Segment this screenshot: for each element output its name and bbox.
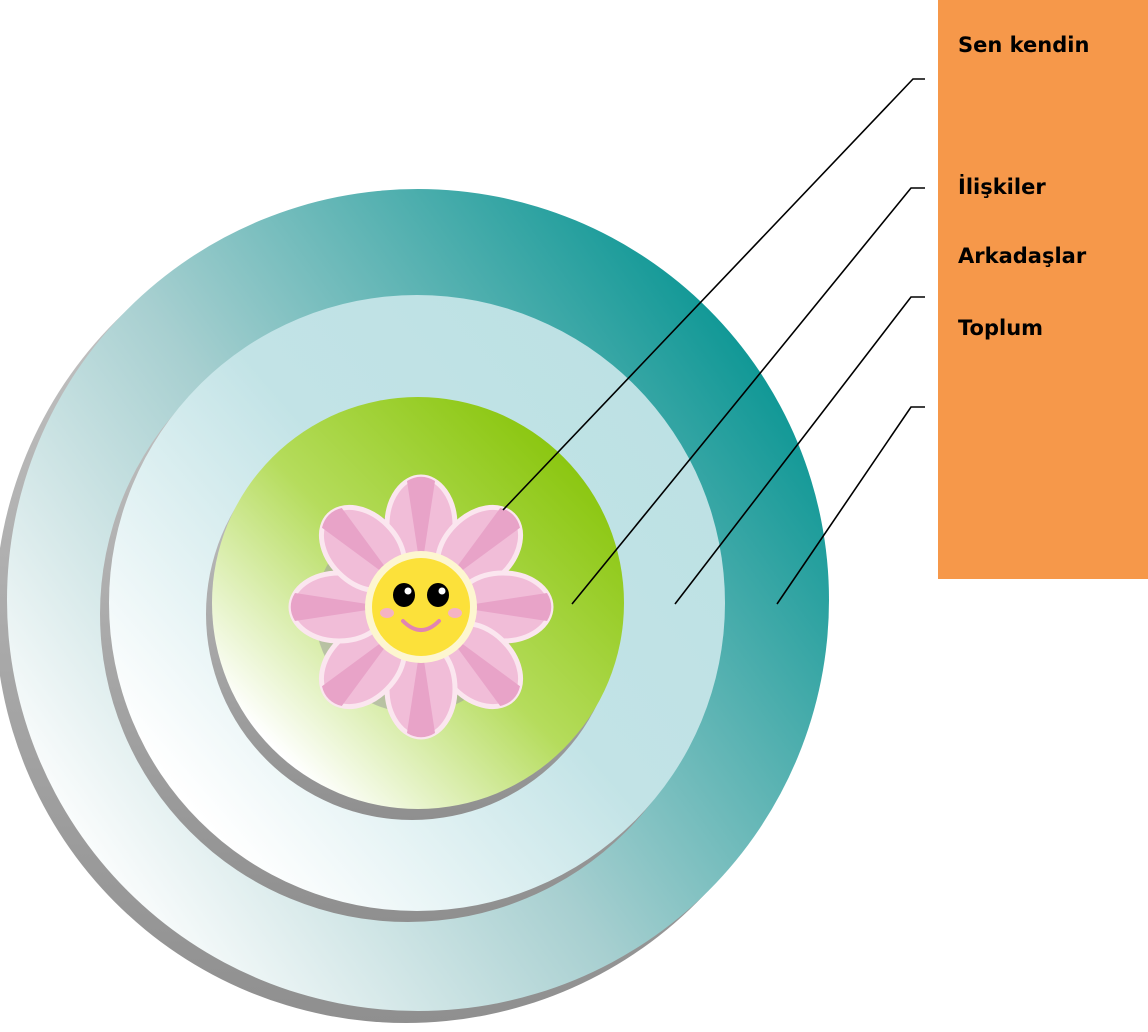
label-self: Sen kendin [958,33,1089,57]
label-panel: Sen kendin İlişkiler Arkadaşlar Toplum [938,0,1148,579]
label-society: Toplum [958,316,1043,340]
label-relationships: İlişkiler [958,175,1046,199]
label-friends: Arkadaşlar [958,244,1086,268]
smiling-flower-icon [291,477,552,738]
